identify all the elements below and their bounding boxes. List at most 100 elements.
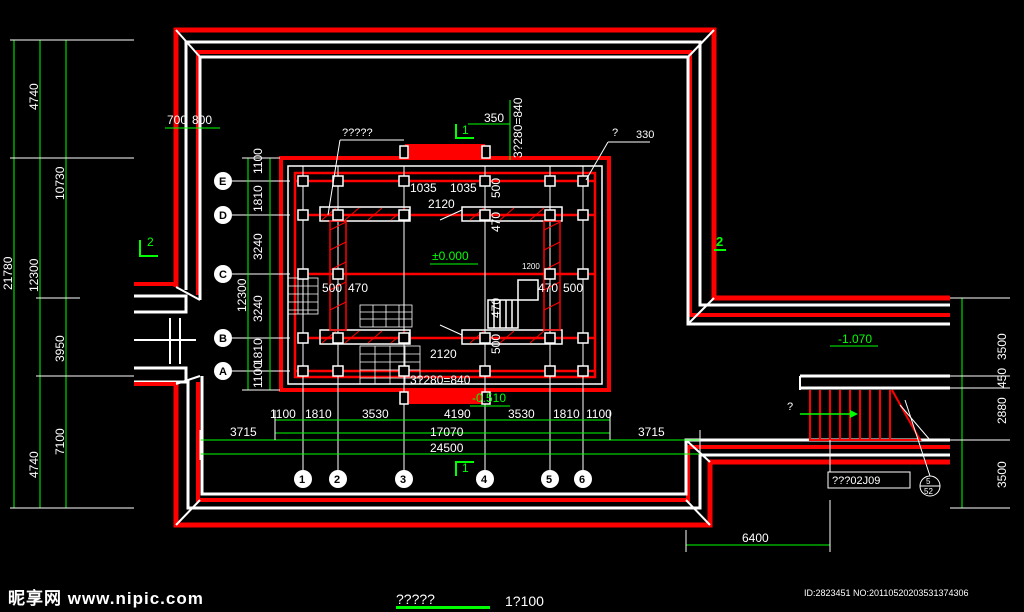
- label-q2: ?: [612, 127, 618, 139]
- dim-bot-4: 4190: [444, 407, 471, 421]
- axis-col-5: 5: [541, 470, 559, 488]
- right-stair: ? ???02J09 5 52: [787, 389, 941, 497]
- dim-right-1: 3500: [995, 333, 1009, 360]
- dim-f: 1035: [450, 181, 477, 195]
- axis-bubbles: E D C B A 1 2: [214, 172, 592, 488]
- dim-k: 500: [322, 281, 342, 295]
- section-1-top: 1: [462, 123, 469, 137]
- svg-text:A: A: [219, 366, 227, 378]
- svg-text:5: 5: [546, 474, 552, 486]
- dim-left-outer-2: 10730: [53, 166, 67, 200]
- yard-walls: [134, 27, 950, 528]
- wall-inner-red: [196, 50, 950, 317]
- dim-h: 470: [489, 212, 503, 232]
- wall-outer-red: [173, 27, 950, 301]
- dim-left-mid: 12300: [27, 258, 41, 292]
- dim-m: 470: [538, 281, 558, 295]
- dim-top-c: 350: [484, 111, 504, 125]
- dim-left-outer-1: 4740: [27, 83, 41, 110]
- axis-col-1: 1: [294, 470, 312, 488]
- dim-bot-3: 3530: [362, 407, 389, 421]
- dim-bot-7: 1100: [586, 407, 612, 421]
- dim-i: 2120: [428, 197, 455, 211]
- wall-bottom-white: [186, 380, 950, 510]
- detail-top: 5: [926, 477, 931, 486]
- dim-l: 470: [348, 281, 368, 295]
- detail-bot: 52: [924, 487, 933, 496]
- axis-row-c: C: [214, 265, 232, 283]
- dim-n: 500: [563, 281, 583, 295]
- svg-text:6: 6: [579, 474, 585, 486]
- svg-text:D: D: [219, 210, 227, 222]
- dim-right-3: 2880: [995, 397, 1009, 424]
- dim-bot-total: 17070: [430, 425, 464, 439]
- svg-text:B: B: [219, 333, 227, 345]
- dim-bot-2: 1810: [305, 407, 332, 421]
- axis-col-2: 2: [329, 470, 347, 488]
- dim-r: 3?280=840: [410, 373, 471, 387]
- title-underline: [396, 606, 490, 609]
- axis-col-6: 6: [574, 470, 592, 488]
- axis-row-a: A: [214, 362, 232, 380]
- dim-q: 470: [489, 298, 503, 318]
- label-330: 330: [636, 129, 654, 141]
- dim-bot-1: 1100: [270, 407, 296, 421]
- dim-row-3: 3240: [251, 233, 265, 260]
- dim-top-b: 800: [192, 113, 212, 127]
- level-lower: -1.070: [838, 332, 872, 346]
- level-yard: -0.510: [472, 391, 506, 405]
- label-q1: ?????: [342, 127, 373, 139]
- dim-row-2: 1810: [251, 185, 265, 212]
- svg-text:C: C: [219, 269, 227, 281]
- dim-bot-5: 3530: [508, 407, 535, 421]
- dim-bot-right: 3715: [638, 425, 665, 439]
- axis-row-d: D: [214, 206, 232, 224]
- dim-p: 500: [489, 334, 503, 354]
- dim-row-1: 1100: [251, 148, 265, 174]
- plan-scale: 1?100: [505, 593, 544, 609]
- axis-row-e: E: [214, 172, 232, 190]
- dim-row-6: 1100: [251, 362, 265, 388]
- dim-bot-24500: 24500: [430, 441, 464, 455]
- axis-col-4: 4: [476, 470, 494, 488]
- dim-top-a: 700: [167, 113, 187, 127]
- dim-left-outer-4: 7100: [53, 428, 67, 455]
- section-2-right: 2: [716, 234, 723, 249]
- watermark: 昵享网 www.nipic.com: [8, 589, 204, 608]
- label-q3: ?: [787, 401, 793, 413]
- dimension-lines: [13, 40, 963, 546]
- image-id: ID:2823451 NO:20110520203531374306: [804, 588, 969, 598]
- dim-o: 1200: [522, 262, 540, 271]
- svg-text:E: E: [219, 176, 226, 188]
- svg-text:3: 3: [400, 474, 406, 486]
- dim-stair-6400: 6400: [742, 531, 769, 545]
- dimension-text: 4740 10730 3950 7100 4740 21780 12300 11…: [1, 83, 1009, 545]
- dim-left-total: 21780: [1, 256, 15, 290]
- dim-row-4: 3240: [251, 295, 265, 322]
- label-ref-note: ???02J09: [832, 475, 880, 487]
- wall-bottom-white2: [200, 376, 950, 496]
- wall-bottom-red2: [196, 382, 950, 502]
- section-markers: 1 1 2 2: [139, 123, 726, 476]
- dim-left-outer-3: 3950: [53, 335, 67, 362]
- level-floor: ±0.000: [432, 249, 469, 263]
- plan-title: ?????: [396, 591, 435, 607]
- wall-outer-white: [184, 40, 950, 307]
- columns: [297, 145, 589, 405]
- svg-text:4: 4: [481, 474, 488, 486]
- dim-right-4: 3500: [995, 461, 1009, 488]
- dim-top-d: 3?280=840: [511, 97, 525, 158]
- dim-row-5: 1810: [251, 338, 265, 365]
- dim-e: 1035: [410, 181, 437, 195]
- dim-left-outer-5: 4740: [27, 451, 41, 478]
- svg-text:1: 1: [299, 474, 305, 486]
- wall-left-white: [134, 294, 188, 314]
- section-2-left: 2: [147, 235, 154, 249]
- dim-rows-total: 12300: [235, 278, 249, 312]
- dim-bot-6: 1810: [553, 407, 580, 421]
- main-building: [279, 144, 611, 470]
- section-1-bot: 1: [462, 461, 469, 475]
- dim-j: 2120: [430, 347, 457, 361]
- dim-g: 500: [489, 178, 503, 198]
